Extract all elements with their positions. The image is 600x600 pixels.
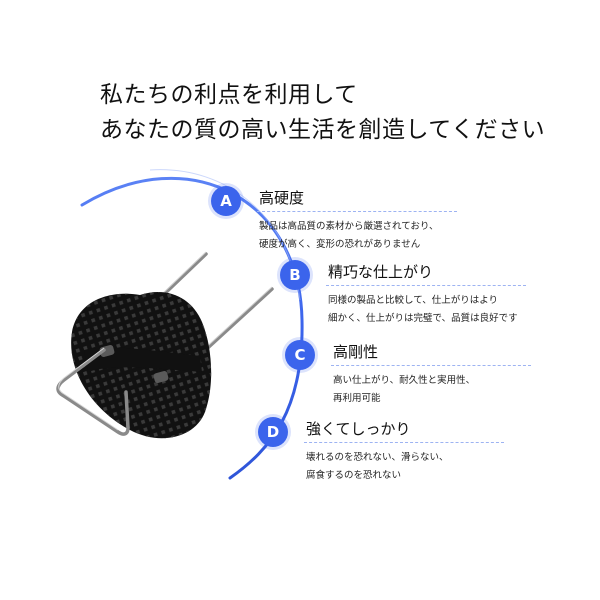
description-line: 再利用可能 xyxy=(333,393,381,404)
headline-line-1: 私たちの利点を利用して xyxy=(100,82,358,108)
description-line: 腐食するのを恐れない xyxy=(306,470,402,481)
pin-upper xyxy=(156,252,208,302)
feature-description: 同様の製品と比較して、仕上がりはより 細かく、仕上がりは完璧で、品質は良好です xyxy=(328,292,518,328)
badge-d: D xyxy=(258,417,288,447)
feature-title: 強くてしっかり xyxy=(306,420,411,438)
badge-b: B xyxy=(280,260,310,290)
description-line: 壊れるのを恐れない、滑らない、 xyxy=(306,452,449,463)
wire-loop-highlight xyxy=(58,347,119,431)
feature-title: 高剛性 xyxy=(333,343,379,361)
feature-title: 高硬度 xyxy=(259,189,305,207)
headline-line-2: あなたの質の高い生活を創造してください xyxy=(100,117,546,143)
divider xyxy=(331,365,531,366)
divider xyxy=(326,285,526,286)
badge-c: C xyxy=(285,340,315,370)
description-line: 同様の製品と比較して、仕上がりはより xyxy=(328,295,499,306)
pin-upper-highlight xyxy=(157,251,207,299)
feature-description: 壊れるのを恐れない、滑らない、 腐食するのを恐れない xyxy=(306,449,449,485)
pin-lower-highlight xyxy=(199,286,273,354)
description-line: 高い仕上がり、耐久性と実用性、 xyxy=(333,375,476,386)
disc-notch-right xyxy=(153,371,169,383)
headline: 私たちの利点を利用して あなたの質の高い生活を創造してください xyxy=(100,78,545,148)
pin-lower xyxy=(198,287,274,357)
divider xyxy=(304,442,504,443)
feature-title: 精巧な仕上がり xyxy=(328,263,434,281)
divider xyxy=(257,211,457,212)
description-line: 細かく、仕上がりは完璧で、品質は良好です xyxy=(328,313,518,324)
description-line: 製品は高品質の素材から厳選されており、 xyxy=(259,221,439,232)
feature-description: 高い仕上がり、耐久性と実用性、 再利用可能 xyxy=(333,372,475,408)
badge-a: A xyxy=(211,186,241,216)
wire-loop xyxy=(56,348,130,436)
description-line: 硬度が高く、変形の恐れがありません xyxy=(259,239,421,250)
feature-description: 製品は高品質の素材から厳選されており、 硬度が高く、変形の恐れがありません xyxy=(259,218,439,254)
